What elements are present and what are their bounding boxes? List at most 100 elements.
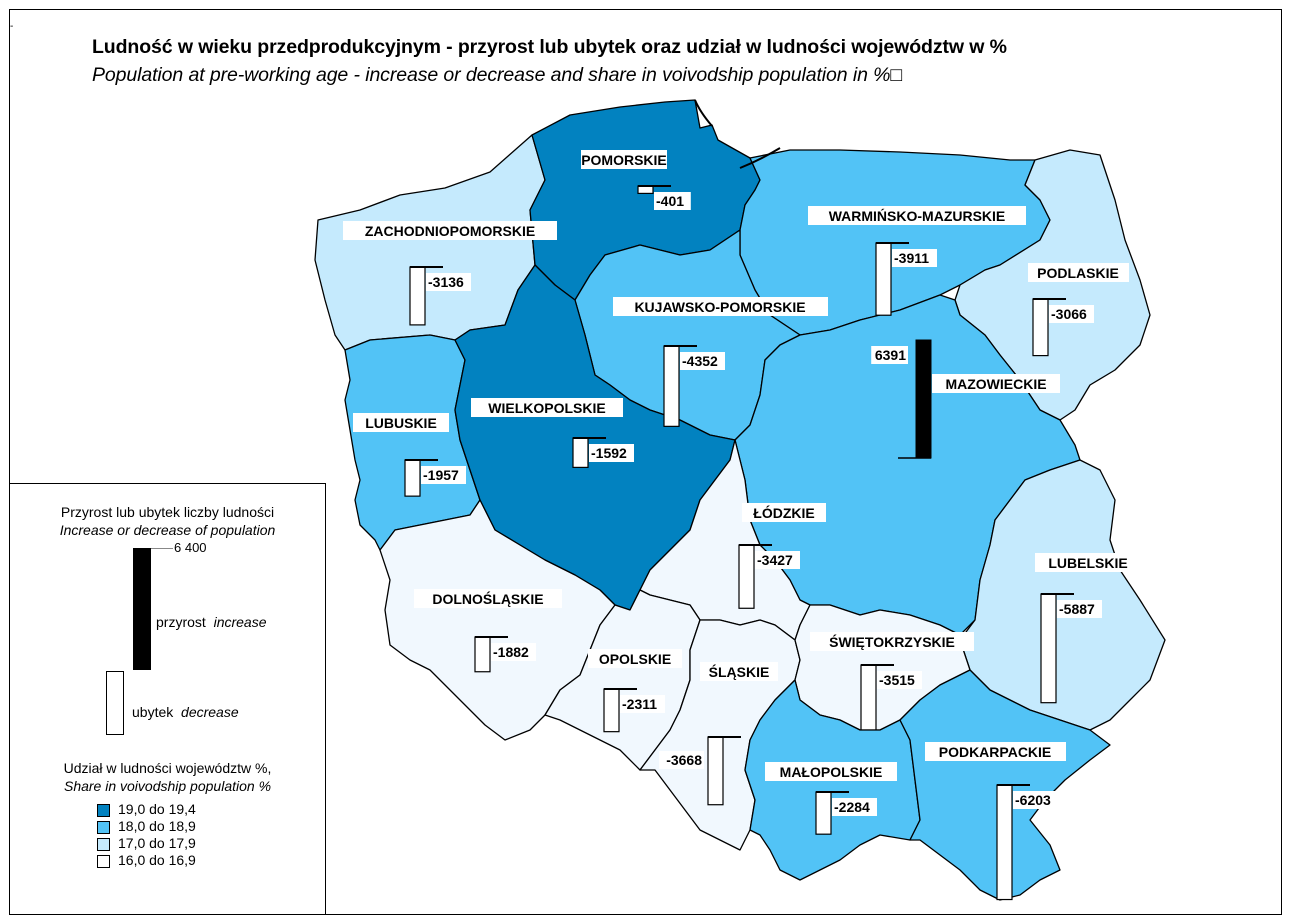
legend-bars-title-pl: Przyrost lub ubytek liczby ludności	[60, 504, 275, 520]
svg-text:PODKARPACKIE: PODKARPACKIE	[939, 744, 1052, 760]
legend-class-label: 19,0 do 19,4	[118, 801, 196, 817]
map-title: Ludność w wieku przedprodukcyjnym - przy…	[92, 36, 1007, 58]
svg-text:-3066: -3066	[1051, 306, 1087, 322]
region-label-slaskie: ŚLĄSKIE	[700, 662, 778, 681]
legend-share-title-pl: Udział w ludności województw %,	[63, 760, 272, 776]
svg-text:-3515: -3515	[879, 672, 915, 688]
region-label-lubelskie: LUBELSKIE	[1035, 553, 1141, 572]
legend-swatch-17-0	[97, 838, 110, 851]
bar-podlaskie	[1032, 298, 1049, 357]
region-label-warminsko-mazurskie: WARMIŃSKO-MAZURSKIE	[808, 206, 1026, 225]
corner-mark: -	[10, 21, 14, 32]
bar-pomorskie	[637, 185, 654, 195]
svg-text:-4352: -4352	[682, 353, 718, 369]
legend-bars-title-en: Increase or decrease of population	[59, 522, 276, 538]
bar-malopolskie	[815, 791, 832, 835]
figure-border	[9, 9, 1282, 915]
region-label-swietokrzyskie: ŚWIĘTOKRZYSKIE	[810, 632, 974, 651]
svg-text:ŚLĄSKIE: ŚLĄSKIE	[709, 663, 770, 680]
bar-lubuskie	[404, 459, 421, 497]
region-label-podlaskie: PODLASKIE	[1028, 263, 1129, 282]
region-label-zachodniopomorskie: ZACHODNIOPOMORSKIE	[343, 221, 557, 240]
map-subtitle: Population at pre-working age - increase…	[92, 64, 903, 86]
legend-class-label: 16,0 do 16,9	[118, 852, 196, 868]
value-label-podlaskie: -3066	[1049, 305, 1094, 323]
region-label-malopolskie: MAŁOPOLSKIE	[765, 762, 897, 781]
bar-wielkopolskie	[572, 437, 589, 468]
svg-text:-3427: -3427	[757, 552, 793, 568]
legend-scale-line	[151, 548, 173, 549]
region-label-opolskie: OPOLSKIE	[588, 649, 682, 668]
svg-text:LUBELSKIE: LUBELSKIE	[1048, 555, 1127, 571]
region-label-pomorskie: POMORSKIE	[581, 150, 667, 169]
legend-decrease-label: ubytek decrease	[132, 704, 239, 720]
legend-increase-label: przyrost increase	[156, 614, 267, 630]
region-label-lodzkie: ŁÓDZKIE	[742, 503, 826, 522]
value-label-lubelskie: -5887	[1057, 600, 1102, 618]
value-label-dolnoslaskie: -1882	[491, 643, 536, 661]
svg-text:-6203: -6203	[1015, 792, 1051, 808]
svg-text:KUJAWSKO-POMORSKIE: KUJAWSKO-POMORSKIE	[634, 299, 805, 315]
legend-decrease-bar	[106, 671, 124, 735]
region-label-kujawsko-pomorskie: KUJAWSKO-POMORSKIE	[613, 297, 828, 316]
region-label-podkarpackie: PODKARPACKIE	[925, 742, 1066, 761]
value-label-zachodniopomorskie: -3136	[426, 273, 471, 291]
legend-share-title-en: Share in voivodship population %	[63, 778, 272, 794]
bar-podkarpackie	[996, 784, 1013, 901]
svg-text:ŁÓDZKIE: ŁÓDZKIE	[753, 504, 814, 521]
bar-opolskie	[603, 688, 620, 733]
region-label-wielkopolskie: WIELKOPOLSKIE	[471, 398, 623, 417]
value-label-swietokrzyskie: -3515	[877, 671, 922, 689]
svg-text:-1957: -1957	[423, 467, 459, 483]
legend-swatch-18-0	[97, 821, 110, 834]
svg-text:WARMIŃSKO-MAZURSKIE: WARMIŃSKO-MAZURSKIE	[829, 208, 1006, 224]
bar-dolnoslaskie	[474, 636, 491, 673]
value-label-lodzkie: -3427	[755, 551, 800, 569]
region-label-lubuskie: LUBUSKIE	[353, 413, 449, 432]
svg-text:ZACHODNIOPOMORSKIE: ZACHODNIOPOMORSKIE	[365, 223, 535, 239]
value-label-warminsko_mazurskie: -3911	[892, 249, 937, 267]
value-label-slaskie: -3668	[659, 751, 704, 769]
legend-swatch-19-0	[97, 804, 110, 817]
bar-warminsko_mazurskie	[875, 242, 892, 316]
bar-lubelskie	[1040, 593, 1057, 704]
svg-text:MAŁOPOLSKIE: MAŁOPOLSKIE	[780, 764, 883, 780]
value-label-malopolskie: -2284	[832, 798, 877, 816]
legend-swatch-16-0	[97, 855, 110, 868]
svg-text:-3911: -3911	[894, 250, 929, 266]
svg-text:-5887: -5887	[1059, 601, 1095, 617]
bar-lodzkie	[738, 544, 755, 609]
bar-slaskie	[707, 736, 724, 806]
svg-text:PODLASKIE: PODLASKIE	[1037, 265, 1119, 281]
hel-peninsula	[694, 99, 713, 127]
bar-kujawsko_pomorskie	[663, 345, 680, 427]
legend-increase-bar	[133, 548, 151, 670]
svg-text:-1592: -1592	[591, 445, 627, 461]
bar-swietokrzyskie	[860, 664, 877, 731]
svg-text:MAZOWIECKIE: MAZOWIECKIE	[945, 376, 1046, 392]
svg-text:-2311: -2311	[622, 696, 657, 712]
svg-text:-1882: -1882	[493, 644, 529, 660]
value-label-kujawsko_pomorskie: -4352	[680, 352, 725, 370]
value-label-lubuskie: -1957	[421, 466, 466, 484]
svg-text:DOLNOŚLĄSKIE: DOLNOŚLĄSKIE	[432, 590, 543, 607]
bar-zachodniopomorskie	[409, 266, 426, 326]
region-label-mazowieckie: MAZOWIECKIE	[932, 374, 1060, 393]
legend-scale-value: 6 400	[174, 540, 207, 555]
svg-text:-2284: -2284	[834, 799, 870, 815]
legend-class-label: 18,0 do 18,9	[118, 818, 196, 834]
vistula-spit	[739, 147, 781, 169]
svg-text:-3668: -3668	[666, 752, 702, 768]
svg-text:POMORSKIE: POMORSKIE	[581, 152, 667, 168]
svg-text:OPOLSKIE: OPOLSKIE	[599, 651, 671, 667]
svg-text:ŚWIĘTOKRZYSKIE: ŚWIĘTOKRZYSKIE	[829, 633, 955, 650]
legend-box: Przyrost lub ubytek liczby ludności Incr…	[9, 483, 326, 915]
value-label-wielkopolskie: -1592	[589, 444, 634, 462]
value-label-pomorskie: -401	[654, 192, 691, 210]
region-label-dolnoslaskie: DOLNOŚLĄSKIE	[414, 589, 562, 608]
bar-mazowieckie	[915, 339, 932, 459]
value-label-opolskie: -2311	[620, 695, 665, 713]
